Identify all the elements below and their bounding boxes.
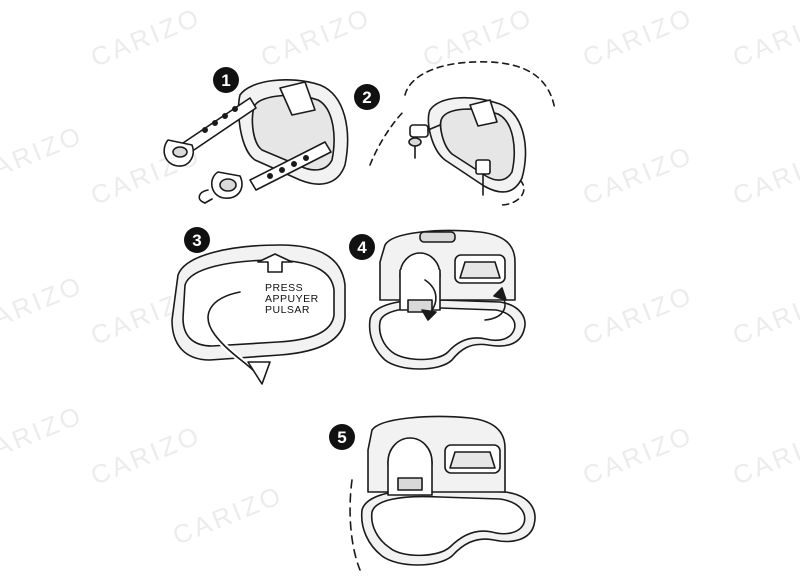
step-2-illustration [369,61,556,206]
press-label-line: PULSAR [265,304,311,316]
step-5-illustration [349,415,536,571]
press-label: PRESS APPUYER PULSAR [265,283,319,316]
step-3-badge: 3 [184,227,210,253]
step-4-badge: 4 [349,234,375,260]
step-5-badge: 5 [329,424,355,450]
step-3-illustration [171,244,346,385]
step-3-number: 3 [192,231,201,250]
step-1-number: 1 [221,71,230,90]
press-label-line: PRESS [265,282,304,294]
step-4-number: 4 [357,238,367,257]
step-4-illustration [368,229,526,370]
step-1-badge: 1 [213,67,239,93]
step-2-badge: 2 [354,84,380,110]
press-label-line: APPUYER [265,293,319,305]
step-1-illustration [163,79,349,204]
step-2-number: 2 [362,88,371,107]
step-5-number: 5 [337,428,346,447]
